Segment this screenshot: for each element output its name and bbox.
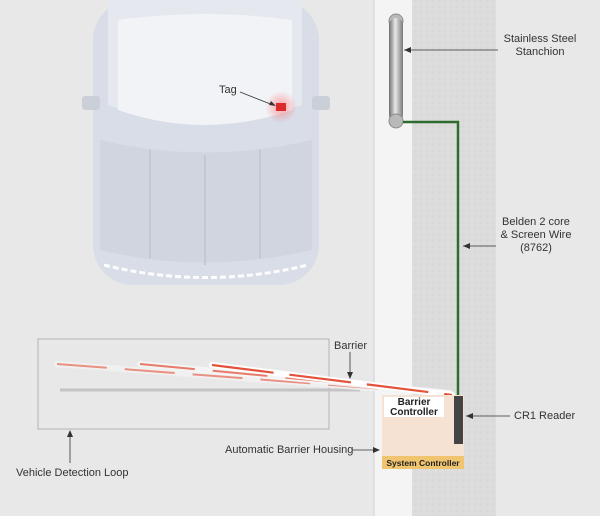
wire-label-line2: & Screen Wire [500, 229, 572, 241]
barrier-arm [54, 361, 455, 398]
vehicle-icon [82, 0, 330, 285]
tag-label: Tag [219, 84, 237, 96]
barrier-controller-line2: Controller [390, 407, 438, 418]
tag-icon [276, 103, 286, 111]
wire-label-line1: Belden 2 core [502, 216, 570, 228]
barrier-controller-line1: Barrier [397, 397, 431, 408]
belden-wire [403, 120, 460, 397]
wire-label-line3: (8762) [520, 242, 552, 254]
system-controller-box [382, 456, 464, 469]
system-controller-label: System Controller [386, 458, 460, 468]
stanchion-label-line1: Stainless Steel [503, 33, 577, 45]
stanchion-label: Stainless Steel Stanchion [500, 33, 580, 59]
wire-label: Belden 2 core & Screen Wire (8762) [495, 216, 577, 255]
cr1-reader-label: CR1 Reader [514, 410, 576, 422]
barrier-label: Barrier [334, 340, 368, 352]
barrier-controller-label: Barrier Controller [384, 398, 444, 418]
detection-loop-label: Vehicle Detection Loop [16, 467, 129, 479]
housing-label: Automatic Barrier Housing [225, 444, 354, 456]
cr1-reader-icon [454, 396, 463, 444]
stanchion-icon [388, 13, 404, 129]
ground-strip [496, 0, 600, 516]
stanchion-label-line2: Stanchion [515, 46, 565, 58]
tag-leader [239, 91, 274, 106]
barrier-controller-box [384, 397, 444, 417]
